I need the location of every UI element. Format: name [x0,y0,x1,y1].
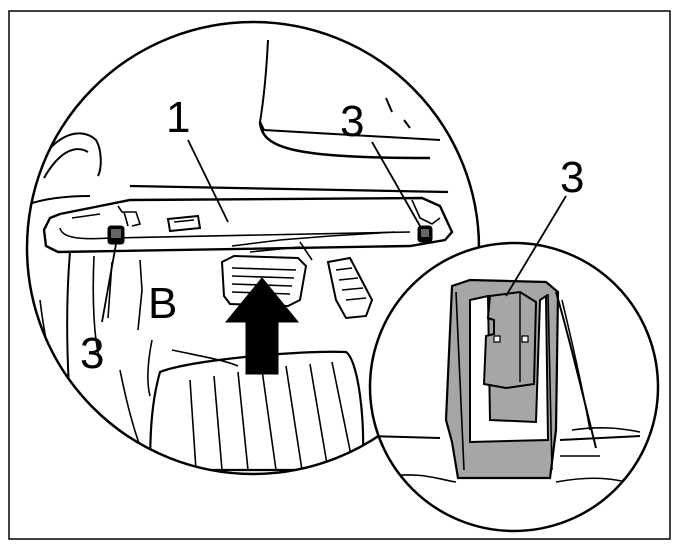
leader-clip-top [371,141,421,227]
label-clip-detail: 3 [560,153,584,202]
label-part-1: 1 [166,93,190,142]
detail-view [368,195,660,533]
leader-clip-detail [505,195,567,297]
leader-part-1 [187,139,229,223]
label-view-b: B [148,279,177,328]
outer-frame [8,10,671,540]
label-clip-top: 3 [340,97,364,146]
arrow-up-icon [224,277,300,375]
clip-detail-tongue [482,290,538,390]
leader-clip-left [101,243,117,323]
detail-view-linework [370,278,651,489]
main-view [25,20,481,476]
label-clip-left: 3 [80,329,104,378]
trim-panel [42,196,454,254]
